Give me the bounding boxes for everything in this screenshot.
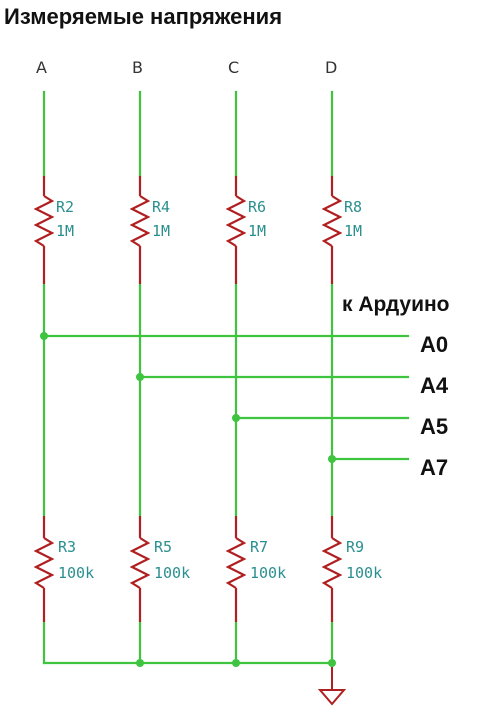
resistor-r5-value: 100k bbox=[154, 564, 190, 582]
resistor-r6: R6 1M bbox=[225, 176, 266, 284]
resistor-r8-value: 1M bbox=[344, 222, 362, 240]
resistor-r5: R5 100k bbox=[129, 516, 190, 622]
junction-ground-b bbox=[136, 659, 144, 667]
probe-label-b: B bbox=[132, 58, 143, 77]
probe-label-d: D bbox=[325, 58, 337, 77]
resistor-r2-value: 1M bbox=[56, 222, 74, 240]
probe-label-c: C bbox=[228, 58, 239, 77]
resistor-r2-ref: R2 bbox=[56, 198, 74, 216]
resistor-r9: R9 100k bbox=[321, 516, 382, 622]
resistor-r9-ref: R9 bbox=[346, 538, 364, 556]
resistor-r3-ref: R3 bbox=[58, 538, 76, 556]
resistor-r3: R3 100k bbox=[33, 516, 94, 622]
pin-label-a4: A4 bbox=[420, 373, 449, 398]
resistor-r4-value: 1M bbox=[152, 222, 170, 240]
resistor-r7-ref: R7 bbox=[250, 538, 268, 556]
ground-symbol-icon bbox=[317, 667, 347, 706]
junction-a0 bbox=[40, 332, 48, 340]
pin-label-a5: A5 bbox=[420, 414, 448, 439]
arduino-caption: к Ардуино bbox=[342, 293, 450, 316]
resistor-r9-value: 100k bbox=[346, 564, 382, 582]
resistor-r4-ref: R4 bbox=[152, 198, 170, 216]
resistor-r7: R7 100k bbox=[225, 516, 286, 622]
resistor-r6-value: 1M bbox=[248, 222, 266, 240]
pin-label-a0: A0 bbox=[420, 332, 448, 357]
probe-label-a: A bbox=[36, 58, 47, 77]
resistor-r6-ref: R6 bbox=[248, 198, 266, 216]
junction-ground-d bbox=[328, 659, 336, 667]
junction-ground-c bbox=[232, 659, 240, 667]
pin-label-a7: A7 bbox=[420, 455, 448, 480]
resistor-r4: R4 1M bbox=[129, 176, 170, 284]
junction-a5 bbox=[232, 414, 240, 422]
page-title: Измеряемые напряжения bbox=[4, 4, 282, 29]
junction-a4 bbox=[136, 373, 144, 381]
resistor-r8-ref: R8 bbox=[344, 198, 362, 216]
resistor-r7-value: 100k bbox=[250, 564, 286, 582]
resistor-r5-ref: R5 bbox=[154, 538, 172, 556]
junction-a7 bbox=[328, 455, 336, 463]
resistor-r2: R2 1M bbox=[33, 176, 74, 284]
resistor-r3-value: 100k bbox=[58, 564, 94, 582]
resistor-r8: R8 1M bbox=[321, 176, 362, 284]
